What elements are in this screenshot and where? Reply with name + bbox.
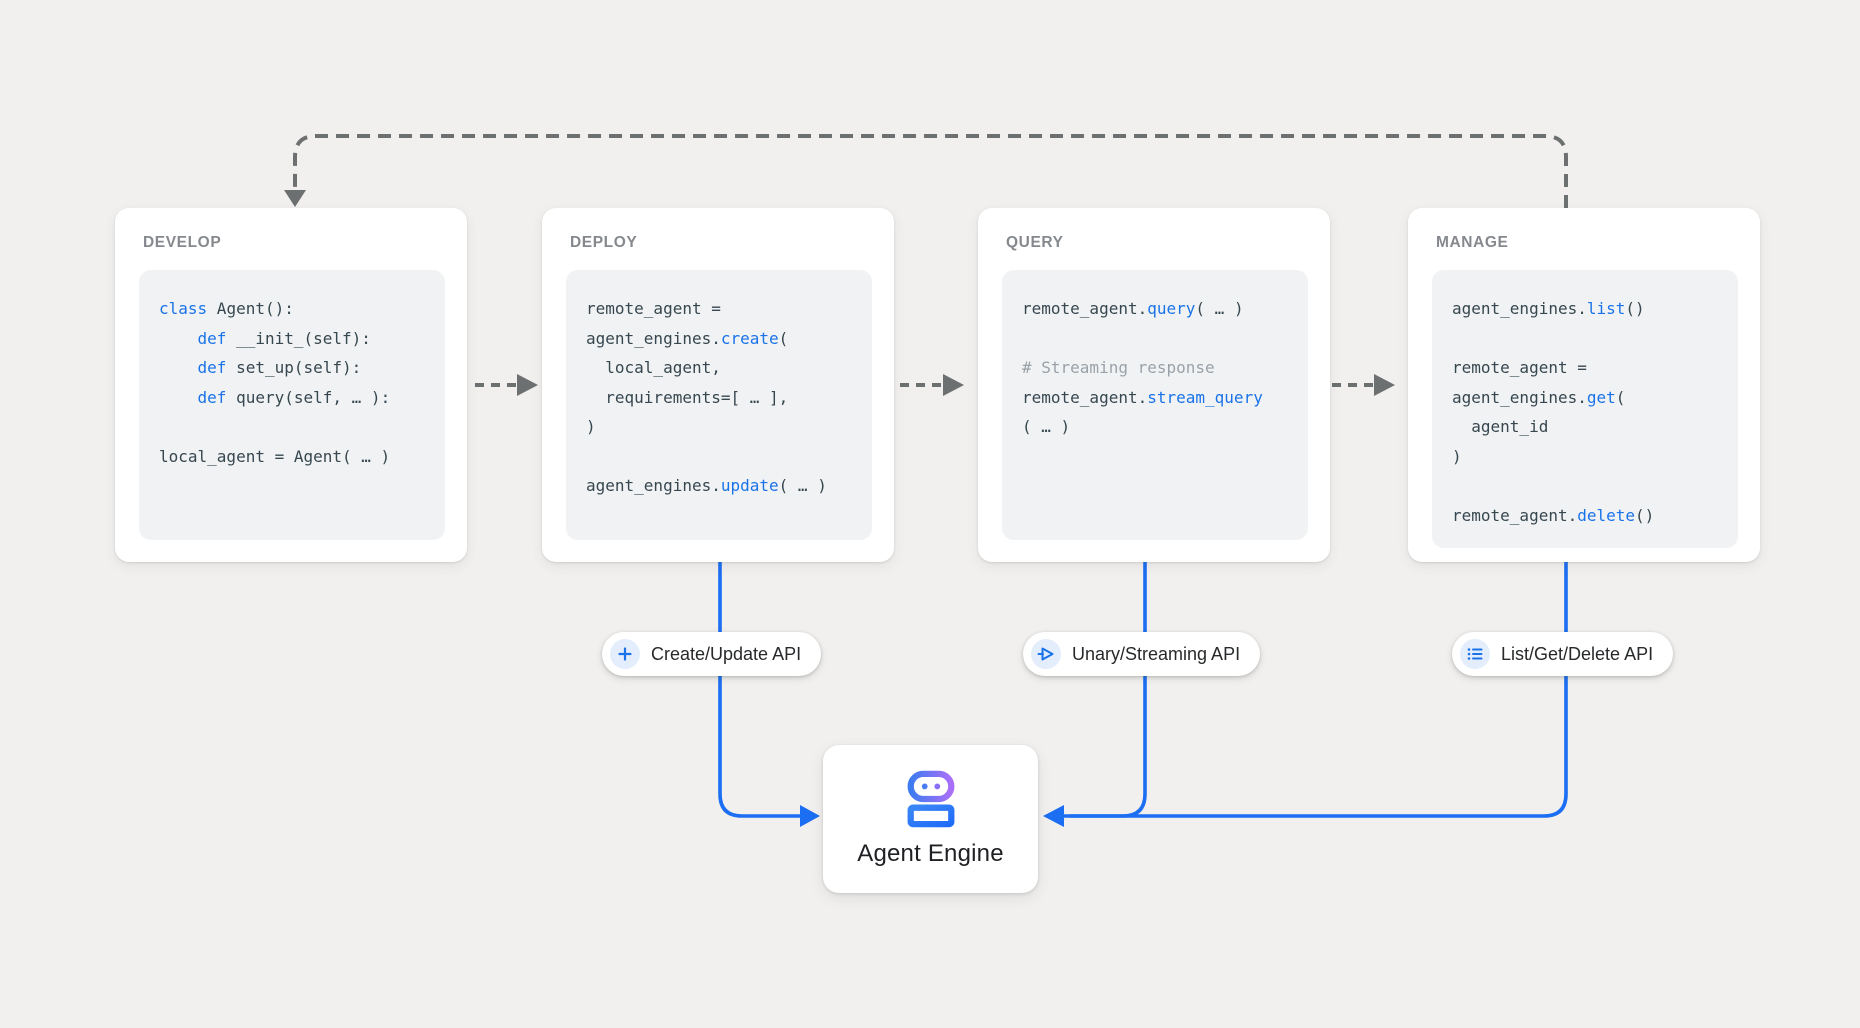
card-manage: MANAGE agent_engines.list()remote_agent … [1408, 208, 1760, 562]
card-deploy: DEPLOY remote_agent =agent_engines.creat… [542, 208, 894, 562]
arrowhead-right-icon [517, 374, 538, 396]
card-title-manage: MANAGE [1436, 234, 1509, 251]
develop-to-deploy-arrow [475, 374, 538, 396]
plus-icon [610, 639, 640, 669]
deploy-to-query-arrow [900, 374, 964, 396]
card-develop: DEVELOP class Agent(): def __init_(self)… [115, 208, 467, 562]
code-block-develop: class Agent(): def __init_(self): def se… [139, 270, 445, 540]
badge-label: Create/Update API [651, 643, 802, 664]
badge-label: List/Get/Delete API [1501, 643, 1654, 664]
query-to-engine-line [1070, 562, 1147, 818]
arrowhead-down-icon [284, 190, 306, 207]
robot-icon [907, 770, 954, 828]
arrowhead-left-icon [1043, 805, 1064, 827]
arrowhead-right-icon [1374, 374, 1395, 396]
send-icon [1031, 639, 1061, 669]
manage-to-develop-dashed-loop [284, 134, 1568, 208]
arrowhead-right-icon [943, 374, 964, 396]
badge-label: Unary/Streaming API [1072, 643, 1241, 664]
agent-engine-node: Agent Engine [823, 745, 1038, 893]
manage-to-engine-line [1043, 562, 1568, 827]
badge-create-update-api: Create/Update API [602, 632, 822, 676]
code-block-deploy: remote_agent =agent_engines.create( loca… [566, 270, 872, 540]
code-block-manage: agent_engines.list()remote_agent =agent_… [1432, 270, 1738, 548]
badge-list-get-delete-api: List/Get/Delete API [1452, 632, 1674, 676]
card-query: QUERY remote_agent.query( … )# Streaming… [978, 208, 1330, 562]
card-title-deploy: DEPLOY [570, 234, 638, 251]
query-to-manage-arrow [1332, 374, 1395, 396]
card-title-develop: DEVELOP [143, 234, 222, 251]
card-title-query: QUERY [1006, 234, 1064, 251]
arrowhead-right-icon [800, 805, 820, 827]
badge-unary-streaming-api: Unary/Streaming API [1023, 632, 1261, 676]
list-icon [1460, 639, 1490, 669]
agent-engine-label: Agent Engine [857, 840, 1004, 867]
deploy-to-engine-line [718, 562, 820, 827]
code-block-query: remote_agent.query( … )# Streaming respo… [1002, 270, 1308, 540]
